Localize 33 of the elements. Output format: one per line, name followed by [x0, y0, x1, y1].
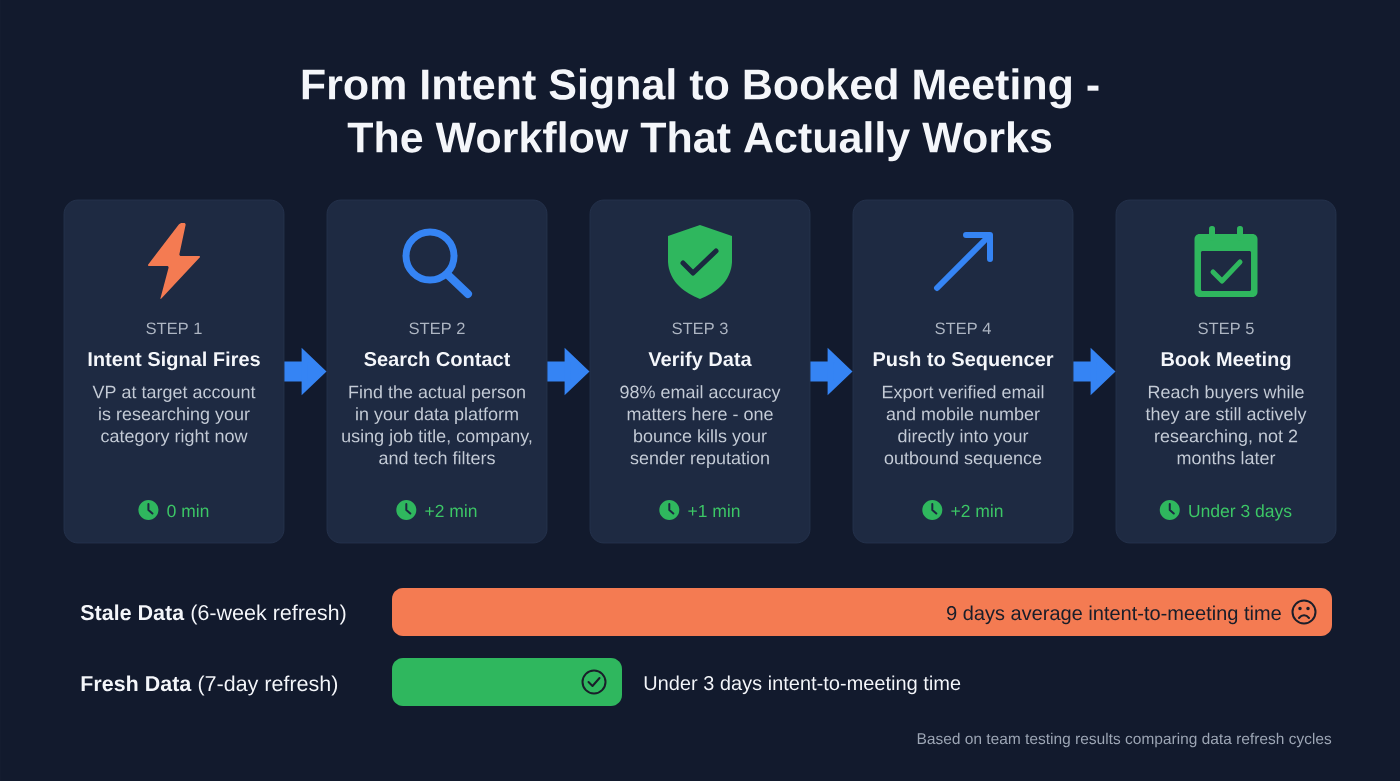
step-card — [63, 199, 285, 544]
step-card — [589, 199, 811, 544]
duration-text: +1 min — [688, 504, 740, 517]
step-description: Export verified email and mobile number directly into your outbound sequence — [882, 385, 1044, 468]
row-label: Stale Data (6-week refresh) — [80, 604, 346, 625]
step-number: STEP 2 — [409, 322, 465, 335]
step-title: Push to Sequencer — [873, 351, 1054, 371]
step-title: Verify Data — [648, 351, 752, 371]
result-text: Under 3 days intent-to-meeting time — [644, 675, 961, 695]
footnote: Based on team testing results comparing data refresh cycles — [917, 732, 1332, 748]
step-number: STEP 3 — [672, 322, 728, 335]
duration-text: +2 min — [951, 504, 1003, 517]
step-description: VP at target account is researching your category right now — [92, 385, 256, 446]
row-label: Fresh Data (7-day refresh) — [81, 675, 338, 696]
step-description: Find the actual person in your data platform using job title, company, and tech filters — [342, 385, 532, 465]
bar — [392, 658, 622, 706]
duration-text: +2 min — [425, 504, 477, 517]
step-card — [326, 199, 548, 544]
step-number: STEP 1 — [146, 322, 202, 335]
bar-label: 9 days average intent-to-meeting time — [947, 605, 1281, 625]
step-title: Search Contact — [364, 351, 511, 367]
step-number: STEP 5 — [1198, 322, 1254, 335]
step-description: Reach buyers while they are still actively researching, not 2 months later — [1145, 385, 1307, 465]
bar — [392, 588, 1332, 636]
title: From Intent Signal to Booked Meeting - The Workflow That Actually Works — [302, 68, 1099, 162]
step-card — [1115, 199, 1337, 544]
step-title: Intent Signal Fires — [88, 351, 260, 371]
duration-text: 0 min — [167, 504, 209, 518]
step-number: STEP 4 — [935, 322, 991, 335]
duration-text: Under 3 days — [1189, 504, 1292, 521]
step-title: Book Meeting — [1161, 351, 1291, 371]
step-description: 98% email accuracy matters here - one bounce kills your sender reputation — [620, 385, 781, 468]
step-card — [852, 199, 1074, 544]
